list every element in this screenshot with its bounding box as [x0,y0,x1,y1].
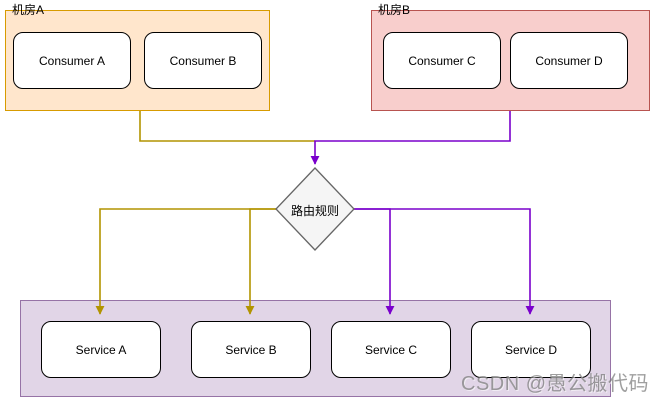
node-consumer-b-label: Consumer B [169,53,237,68]
group-room-b-label: 机房B [378,3,411,17]
node-consumer-a: Consumer A [13,32,131,89]
node-service-a: Service A [41,321,161,378]
node-service-c-label: Service C [364,342,417,357]
decision-diamond [275,167,355,251]
decision-label: 路由规则 [290,204,339,218]
node-service-c: Service C [331,321,451,378]
node-service-a-label: Service A [75,342,127,357]
node-consumer-d-label: Consumer D [535,53,603,68]
node-consumer-d: Consumer D [510,32,628,89]
group-services: Service A Service B Service C Service D [20,300,611,397]
node-consumer-b: Consumer B [144,32,262,89]
node-service-d-label: Service D [504,342,557,357]
connector-decision-to-service-a [95,208,276,315]
connector-decision-to-service-b [245,208,276,315]
group-room-a: 机房A Consumer A Consumer B [5,3,270,111]
node-consumer-c-label: Consumer C [408,53,476,68]
connector-decision-to-service-d [354,208,535,315]
group-room-a-label: 机房A [12,3,45,17]
group-room-b: 机房B Consumer C Consumer D [371,3,650,111]
connector-room-a-to-decision [139,111,315,142]
connector-room-b-to-decision [310,111,511,165]
node-consumer-c: Consumer C [383,32,501,89]
node-service-d: Service D [471,321,591,378]
node-service-b: Service B [191,321,311,378]
node-consumer-a-label: Consumer A [38,53,106,68]
node-service-b-label: Service B [225,342,277,357]
watermark: CSDN @愚公搬代码 [461,373,650,395]
connector-decision-to-service-c [354,208,395,315]
